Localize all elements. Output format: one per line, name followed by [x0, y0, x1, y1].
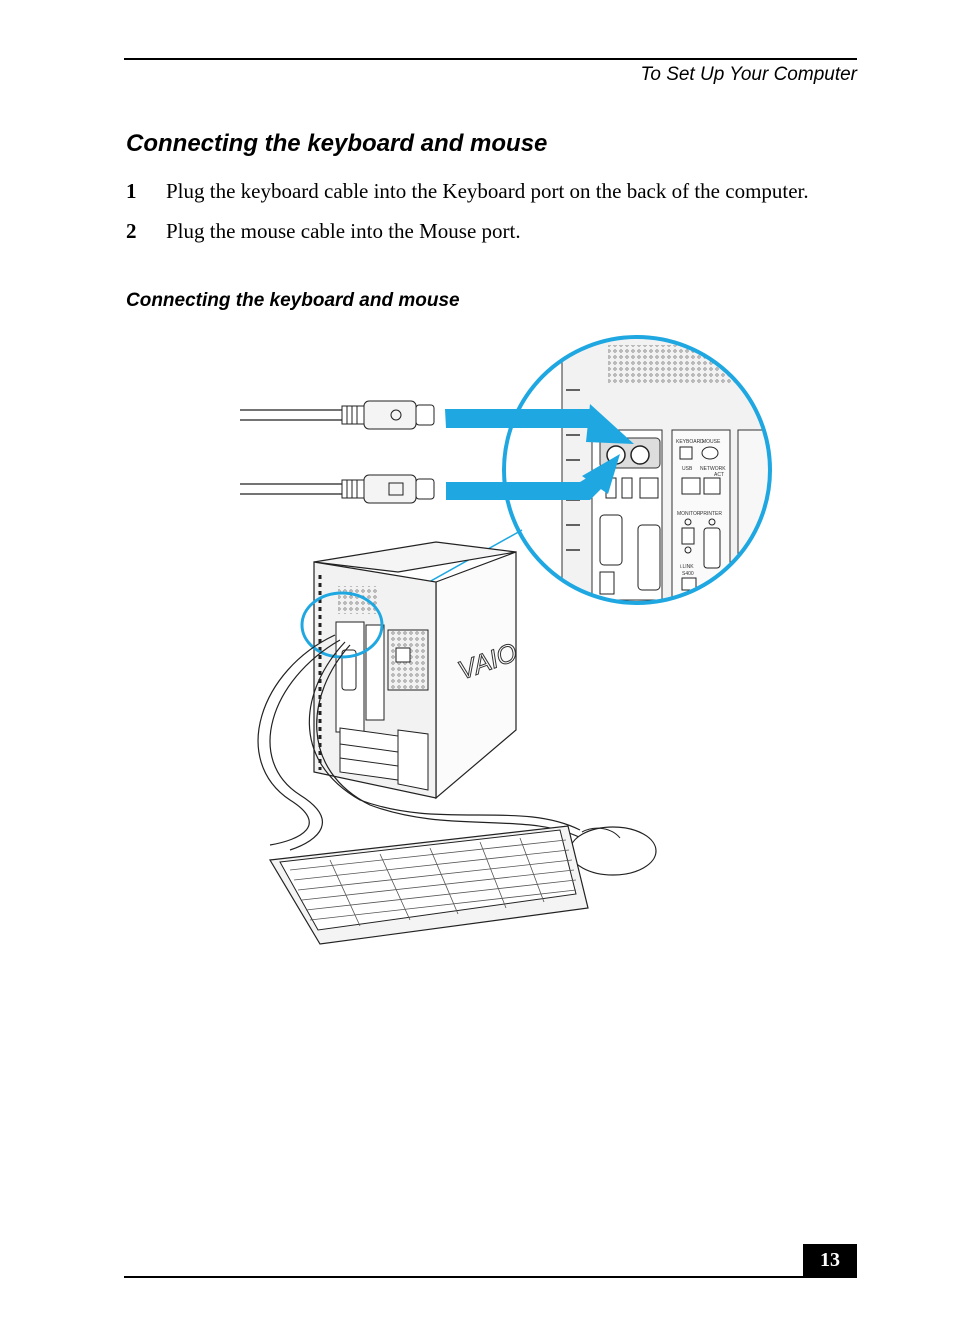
- printer-port-label: PRINTER: [700, 511, 722, 517]
- step-text: Plug the keyboard cable into the Keyboar…: [166, 179, 809, 203]
- ilink-port-label: i.LINK: [680, 564, 694, 570]
- footer-rule: [124, 1276, 857, 1278]
- ilink-speed-label: S400: [682, 571, 694, 577]
- step-number: 2: [126, 219, 137, 243]
- section-title: Connecting the keyboard and mouse: [126, 130, 548, 157]
- step-item: 2 Plug the mouse cable into the Mouse po…: [126, 218, 866, 244]
- port-highlight-circle: [300, 591, 384, 659]
- keyboard-device: [269, 825, 589, 945]
- header-rule: [124, 58, 857, 60]
- step-number: 1: [126, 179, 137, 203]
- mouse-port-icon: [630, 445, 650, 465]
- step-text: Plug the mouse cable into the Mouse port…: [166, 219, 521, 243]
- step-item: 1 Plug the keyboard cable into the Keybo…: [126, 178, 866, 204]
- act-label: ACT: [714, 472, 724, 478]
- keyboard-port-label: KEYBOARD: [676, 439, 704, 445]
- connection-arrows: [445, 404, 634, 500]
- mouse-device: [569, 826, 657, 876]
- running-head: To Set Up Your Computer: [640, 64, 857, 85]
- page-number: 13: [803, 1244, 857, 1277]
- zoom-highlight-circle: [502, 335, 772, 605]
- keyboard-arrow-icon: [445, 409, 610, 428]
- mouse-cable-plug: [240, 474, 435, 504]
- monitor-port-label: MONITOR: [677, 511, 701, 517]
- device-cables: [257, 634, 586, 851]
- computer-tower: VAIO: [300, 541, 522, 800]
- port-closeup-inset: KEYBOARD MOUSE USB NETWORK ACT MONITOR P…: [502, 335, 772, 605]
- keyboard-cable-plug: [240, 400, 435, 430]
- figure-caption: Connecting the keyboard and mouse: [126, 290, 460, 311]
- mouse-port-label: MOUSE: [702, 439, 721, 445]
- usb-port-label: USB: [682, 466, 693, 472]
- step-list: 1 Plug the keyboard cable into the Keybo…: [126, 178, 866, 258]
- mouse-arrow-icon: [446, 470, 606, 500]
- network-port-label: NETWORK: [700, 466, 726, 472]
